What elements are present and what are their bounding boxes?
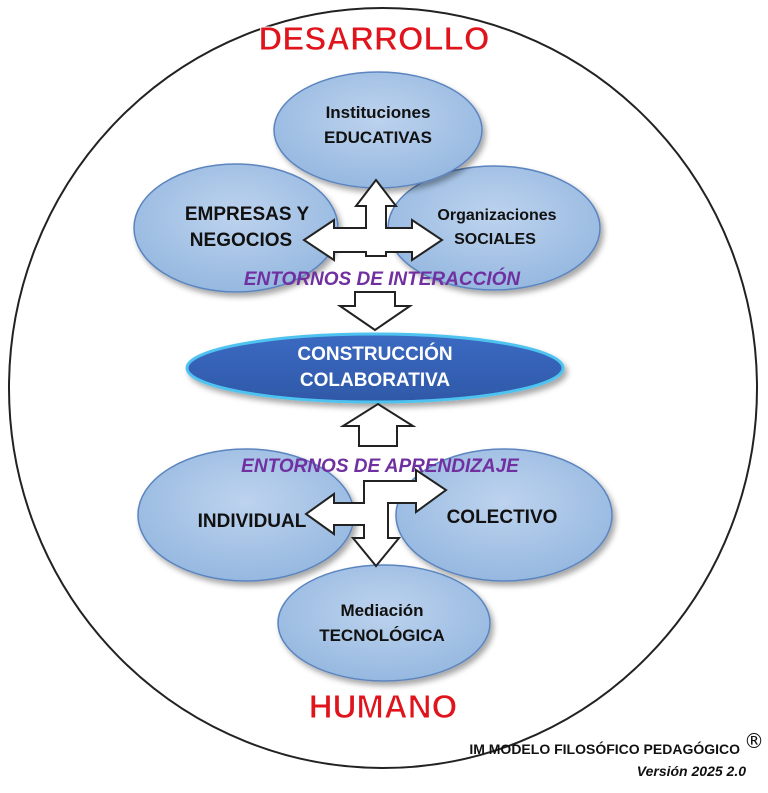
mediacion-line1: Mediación xyxy=(340,601,423,620)
organizaciones-line2: SOCIALES xyxy=(454,231,536,248)
instituciones-line1: Instituciones xyxy=(326,103,431,122)
construccion-line2: COLABORATIVA xyxy=(300,370,451,391)
construccion-line1: CONSTRUCCIÓN xyxy=(297,343,452,365)
colectivo-label: COLECTIVO xyxy=(447,507,558,528)
individual-label: INDIVIDUAL xyxy=(198,511,307,532)
footer-model-name: IM MODELO FILOSÓFICO PEDAGÓGICO xyxy=(469,741,740,757)
down-arrow xyxy=(336,291,414,332)
label-entornos-interaccion: ENTORNOS DE INTERACCIÓN xyxy=(244,268,522,290)
bubble-mediacion xyxy=(277,564,491,682)
title-desarrollo: DESARROLLO xyxy=(259,20,490,57)
bubble-colectivo xyxy=(395,448,613,582)
up-arrow xyxy=(339,402,417,447)
label-entornos-aprendizaje: ENTORNOS DE APRENDIZAJE xyxy=(241,456,520,477)
organizaciones-line1: Organizaciones xyxy=(437,207,556,224)
center-construccion xyxy=(185,332,565,404)
title-humano: HUMANO xyxy=(309,688,457,725)
four-way-arrow-top xyxy=(302,178,444,262)
footer-version: Versión 2025 2.0 xyxy=(636,763,746,779)
registered-mark: ® xyxy=(744,729,764,753)
mediacion-line2: TECNOLÓGICA xyxy=(319,626,445,645)
four-way-arrow-bottom xyxy=(304,468,448,568)
empresas-line1: EMPRESAS Y xyxy=(185,204,310,225)
empresas-line2: NEGOCIOS xyxy=(190,230,292,251)
instituciones-line2: EDUCATIVAS xyxy=(324,128,432,147)
